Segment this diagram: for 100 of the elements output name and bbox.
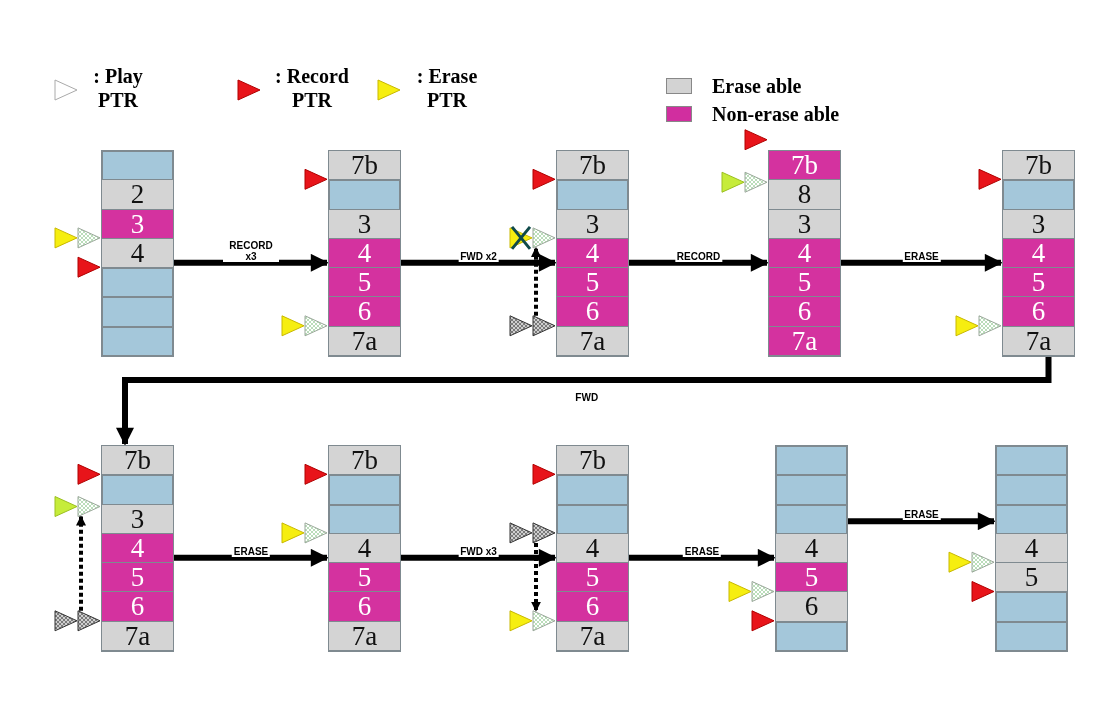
memory-cell bbox=[996, 621, 1067, 652]
memory-cell: 3 bbox=[769, 209, 840, 239]
memory-cell: 4 bbox=[329, 533, 400, 564]
memory-cell: 5 bbox=[557, 563, 628, 593]
arrow bbox=[841, 253, 1003, 272]
memory-cell bbox=[996, 446, 1067, 476]
edge-label: RECORD x3 bbox=[223, 239, 279, 262]
memory-cell bbox=[776, 446, 847, 476]
record-pointer-icon bbox=[978, 168, 1002, 190]
memory-cell: 6 bbox=[557, 297, 628, 327]
edge-label: ERASE bbox=[682, 545, 722, 557]
memory-cell bbox=[776, 475, 847, 505]
edge-label: FWD x2 bbox=[458, 250, 499, 262]
memory-cell: 4 bbox=[1003, 238, 1074, 269]
memory-cell: 3 bbox=[329, 209, 400, 239]
erase-pointer-icon bbox=[728, 581, 752, 602]
legend-text: : Record PTR bbox=[274, 64, 350, 112]
memory-stack bbox=[768, 150, 841, 358]
edge-label: RECORD bbox=[674, 250, 723, 262]
memory-stack bbox=[775, 445, 848, 653]
memory-cell bbox=[996, 475, 1067, 505]
memory-cell bbox=[329, 504, 400, 534]
play-pointer-icon bbox=[978, 315, 1002, 337]
edge-label: FWD x3 bbox=[458, 545, 499, 557]
edge-label: ERASE bbox=[902, 509, 941, 521]
memory-cell: 3 bbox=[557, 209, 628, 239]
arrow bbox=[401, 253, 557, 272]
record-pointer-icon bbox=[532, 168, 556, 190]
memory-cell bbox=[557, 180, 628, 210]
memory-stack bbox=[101, 445, 174, 653]
memory-cell: 7b bbox=[1003, 151, 1074, 181]
memory-cell: 6 bbox=[769, 297, 840, 327]
memory-cell: 5 bbox=[102, 563, 173, 593]
record-pointer-icon bbox=[77, 463, 101, 485]
memory-stack bbox=[328, 150, 401, 358]
legend-text: Non-erase able bbox=[712, 102, 840, 126]
memory-cell: 7b bbox=[329, 151, 400, 181]
arrow bbox=[531, 246, 541, 316]
memory-cell: 7b bbox=[102, 446, 173, 476]
memory-cell bbox=[102, 475, 173, 505]
play-pointer-icon bbox=[751, 581, 775, 602]
memory-cell: 6 bbox=[1003, 297, 1074, 327]
edge-label: ERASE bbox=[902, 250, 941, 262]
memory-cell: 6 bbox=[329, 297, 400, 327]
edge-label: FWD bbox=[573, 392, 601, 404]
erase-pointer-icon bbox=[955, 315, 979, 337]
memory-cell: 4 bbox=[102, 533, 173, 564]
play-pointer-icon bbox=[77, 227, 101, 249]
play-pointer-icon bbox=[532, 610, 556, 632]
memory-cell: 7a bbox=[329, 621, 400, 652]
erase-pointer-icon bbox=[509, 610, 533, 632]
memory-cell bbox=[557, 504, 628, 534]
memory-cell: 3 bbox=[102, 209, 173, 239]
memory-cell: 7b bbox=[769, 151, 840, 181]
memory-cell: 5 bbox=[1003, 268, 1074, 298]
memory-cell: 7a bbox=[769, 326, 840, 357]
memory-cell: 6 bbox=[557, 592, 628, 622]
arrow bbox=[531, 542, 541, 612]
record-pointer-icon bbox=[304, 463, 328, 485]
memory-cell: 4 bbox=[329, 238, 400, 269]
memory-cell: 6 bbox=[102, 592, 173, 622]
erase-pointer-icon bbox=[54, 496, 78, 518]
memory-cell: 7a bbox=[557, 326, 628, 357]
memory-cell: 4 bbox=[769, 238, 840, 269]
memory-cell bbox=[329, 180, 400, 210]
memory-cell: 3 bbox=[102, 504, 173, 534]
memory-stack bbox=[101, 150, 174, 358]
play-pointer-icon bbox=[304, 522, 328, 544]
record-pointer-icon bbox=[744, 129, 768, 151]
memory-cell bbox=[776, 621, 847, 652]
legend-text: : Play PTR bbox=[92, 64, 144, 112]
memory-stack bbox=[556, 445, 629, 653]
record-pointer-icon bbox=[532, 463, 556, 485]
memory-cell: 5 bbox=[769, 268, 840, 298]
memory-cell: 3 bbox=[1003, 209, 1074, 239]
pointer-icon bbox=[532, 522, 556, 544]
memory-cell bbox=[102, 151, 173, 181]
arrow bbox=[629, 548, 776, 567]
record-pointer-icon bbox=[751, 610, 775, 632]
memory-cell: 4 bbox=[557, 238, 628, 269]
legend-text: : Erase PTR bbox=[415, 64, 479, 112]
record-pointer-icon bbox=[971, 581, 995, 602]
memory-cell: 5 bbox=[329, 268, 400, 298]
play-pointer-icon bbox=[744, 171, 768, 193]
memory-stack bbox=[1002, 150, 1075, 358]
pointer-icon bbox=[77, 610, 101, 632]
memory-cell: 2 bbox=[102, 180, 173, 210]
memory-cell: 7a bbox=[102, 621, 173, 652]
memory-cell: 4 bbox=[557, 533, 628, 564]
arrow bbox=[174, 548, 329, 567]
memory-cell: 7a bbox=[329, 326, 400, 357]
memory-cell: 7b bbox=[329, 446, 400, 476]
erase-pointer-icon bbox=[54, 227, 78, 249]
pointer-icon bbox=[509, 522, 533, 544]
memory-cell bbox=[102, 297, 173, 327]
memory-cell: 5 bbox=[776, 563, 847, 593]
memory-cell: 4 bbox=[776, 533, 847, 564]
erase-pointer-icon bbox=[721, 171, 745, 193]
memory-cell: 8 bbox=[769, 180, 840, 210]
legend-text: Erase able bbox=[712, 74, 802, 98]
